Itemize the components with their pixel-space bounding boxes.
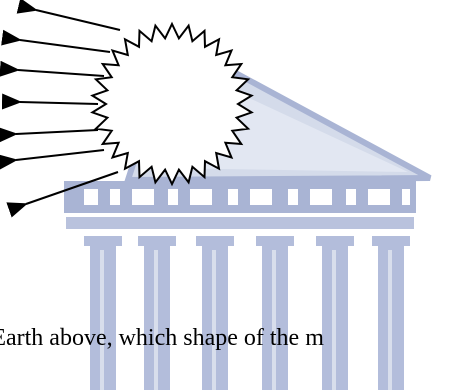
ray-arrow-3: [18, 70, 104, 76]
ray-arrow-4: [20, 102, 98, 104]
question-caption: the Earth above, which shape of the m: [0, 326, 324, 350]
ray-arrow-1: [36, 10, 120, 30]
ray-arrow-2: [20, 40, 110, 52]
watermark-columns: [84, 236, 410, 390]
watermark-column-flutes: [100, 250, 392, 390]
watermark-architrave: [66, 217, 414, 229]
ray-arrow-6: [16, 150, 104, 160]
ray-arrow-5: [16, 130, 98, 134]
